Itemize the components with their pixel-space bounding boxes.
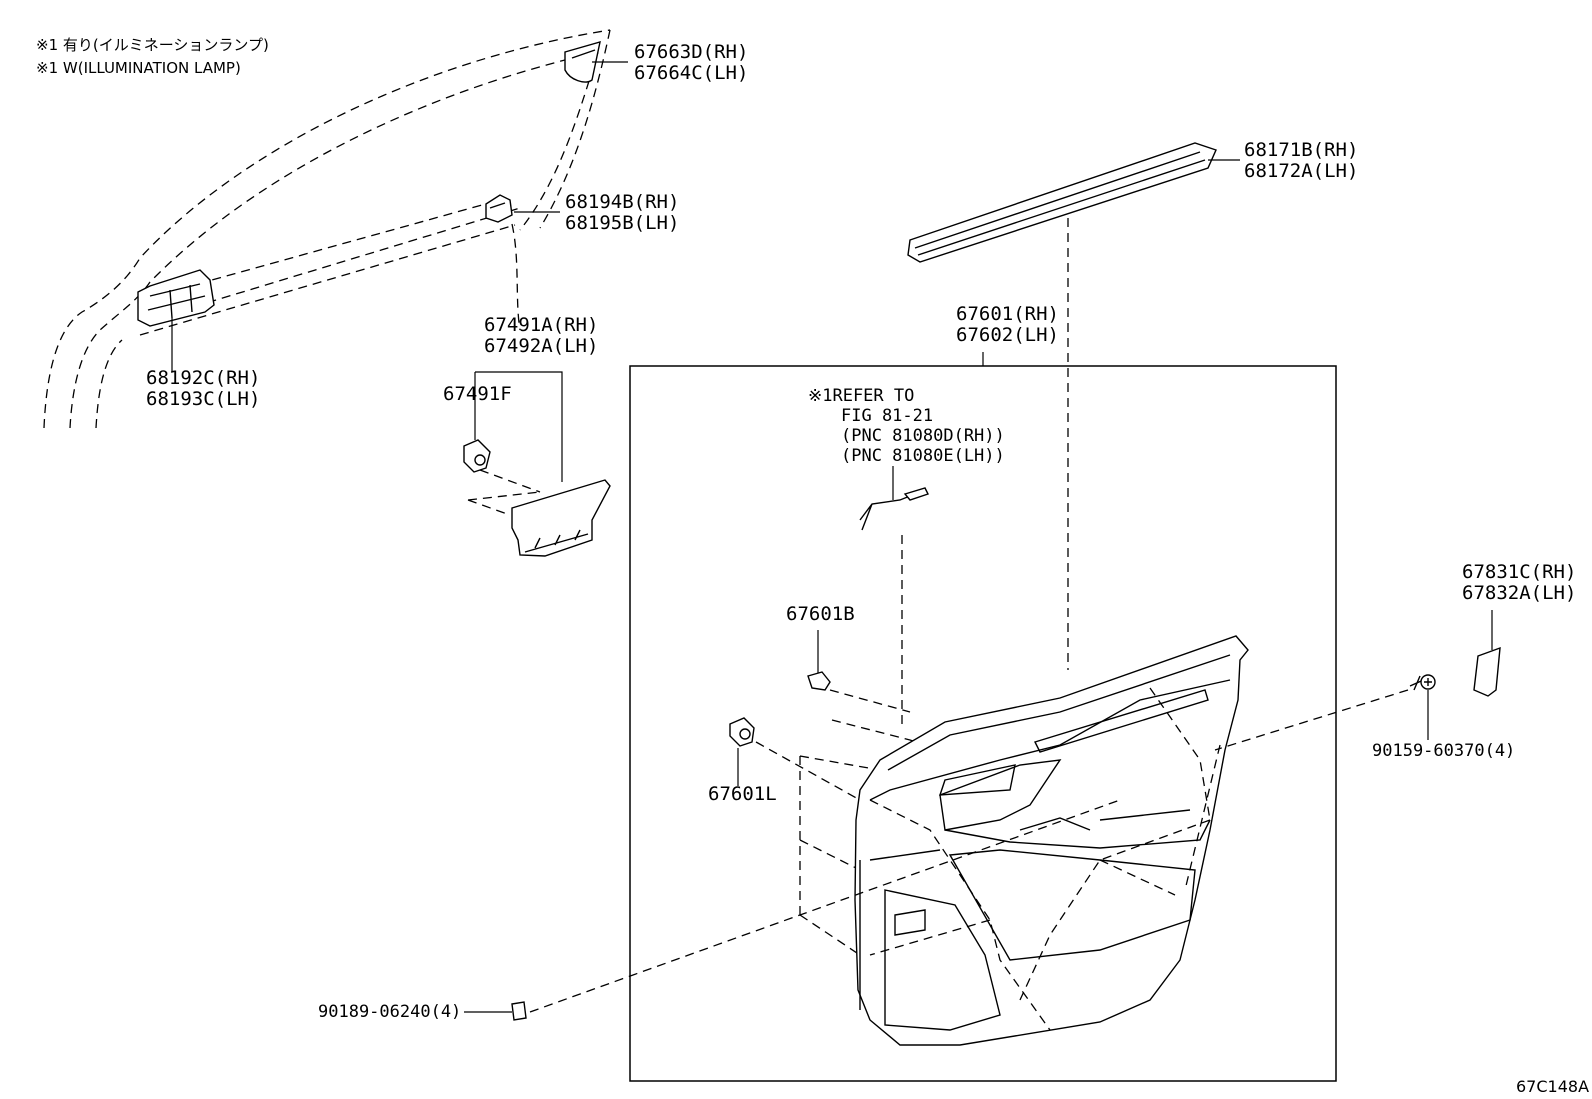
garnish-part bbox=[511, 479, 611, 557]
refer-line3: (PNC 81080D(RH)) bbox=[841, 426, 1005, 446]
label-67492A: 67492A(LH) bbox=[484, 335, 598, 357]
dash-screw bbox=[1214, 689, 1409, 751]
note-jp: ※1 有り(イルミネーションランプ) bbox=[36, 36, 269, 54]
label-90159: 90159-60370(4) bbox=[1372, 741, 1515, 761]
label-67491A: 67491A(RH) bbox=[484, 314, 598, 336]
door-frame-outline bbox=[43, 29, 611, 429]
refer-line2: FIG 81-21 bbox=[841, 406, 933, 426]
belt-moulding-part bbox=[907, 142, 1217, 263]
clip-67601L bbox=[729, 717, 755, 747]
label-67491F: 67491F bbox=[443, 383, 512, 405]
mirror-bracket-part bbox=[137, 269, 215, 327]
dash-panel-clips bbox=[869, 687, 1221, 1031]
corner-cover-part bbox=[564, 41, 601, 83]
label-68172A: 68172A(LH) bbox=[1244, 160, 1358, 182]
refer-line1: ※1REFER TO bbox=[808, 386, 914, 406]
clip-90189 bbox=[511, 1001, 527, 1021]
label-68192C: 68192C(RH) bbox=[146, 367, 260, 389]
label-67832A: 67832A(LH) bbox=[1462, 582, 1576, 604]
label-68193C: 68193C(LH) bbox=[146, 388, 260, 410]
refer-line4: (PNC 81080E(LH)) bbox=[841, 446, 1005, 466]
label-67601: 67601(RH) bbox=[956, 303, 1059, 325]
belt-clip-part bbox=[485, 194, 513, 223]
retainer-67601B bbox=[807, 671, 831, 691]
illumination-lamp-part bbox=[859, 487, 929, 531]
leader-67491A bbox=[475, 371, 563, 482]
label-68171B: 68171B(RH) bbox=[1244, 139, 1358, 161]
label-67664C: 67664C(LH) bbox=[634, 62, 748, 84]
dash-68194-to-garnish bbox=[511, 223, 521, 331]
label-67601L: 67601L bbox=[708, 783, 777, 805]
label-67831C: 67831C(RH) bbox=[1462, 561, 1576, 583]
dash-garnish bbox=[467, 469, 541, 516]
door-trim-panel bbox=[854, 635, 1249, 1046]
label-68194B: 68194B(RH) bbox=[565, 191, 679, 213]
label-67602: 67602(LH) bbox=[956, 324, 1059, 346]
dash-67601L bbox=[755, 741, 881, 956]
label-90189: 90189-06240(4) bbox=[318, 1002, 461, 1022]
clip-67491F bbox=[463, 439, 491, 473]
dash-67601B bbox=[829, 689, 926, 746]
label-67663D: 67663D(RH) bbox=[634, 41, 748, 63]
label-67601B: 67601B bbox=[786, 603, 855, 625]
figure-code: 67C148A bbox=[1516, 1077, 1589, 1096]
cover-cap-67831 bbox=[1473, 646, 1501, 697]
note-en: ※1 W(ILLUMINATION LAMP) bbox=[36, 59, 241, 77]
screw-90159 bbox=[1409, 674, 1436, 691]
label-68195B: 68195B(LH) bbox=[565, 212, 679, 234]
